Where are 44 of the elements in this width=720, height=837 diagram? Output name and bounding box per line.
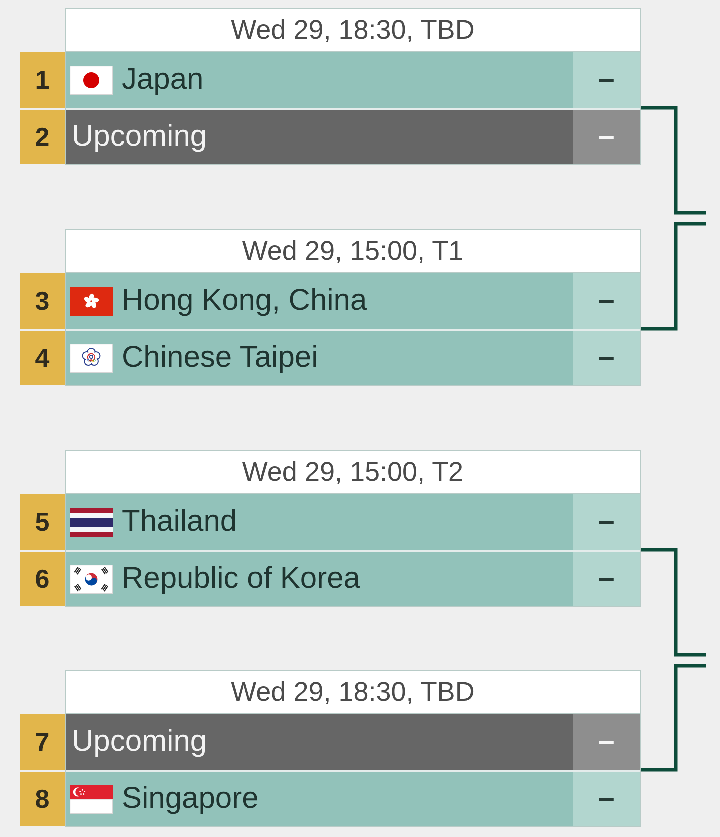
- seed-number: 1: [20, 52, 65, 108]
- seed-number: 2: [20, 110, 65, 164]
- score-cell: –: [573, 552, 640, 606]
- team-name: Thailand: [122, 504, 238, 540]
- team-name: Upcoming: [72, 120, 208, 154]
- bracket-line: [641, 548, 706, 657]
- seed-number: 5: [20, 494, 65, 550]
- score-cell: –: [573, 714, 640, 770]
- match-time-header: Wed 29, 18:30, TBD: [66, 9, 640, 52]
- score-cell: –: [573, 273, 640, 329]
- match-card: [65, 450, 641, 607]
- seed-number: 8: [20, 772, 65, 826]
- match-time-header: Wed 29, 18:30, TBD: [66, 671, 640, 714]
- score-cell: –: [573, 331, 640, 385]
- team-name: Hong Kong, China: [122, 284, 368, 318]
- seed-number: 4: [20, 331, 65, 385]
- team-row: [66, 52, 640, 108]
- match-time-header: Wed 29, 15:00, T2: [66, 451, 640, 494]
- seed-number: 6: [20, 552, 65, 606]
- bracket-line: [641, 106, 706, 215]
- team-name: Chinese Taipei: [122, 340, 318, 376]
- score-cell: –: [573, 110, 640, 164]
- team-name: Singapore: [122, 782, 259, 816]
- team-name: Upcoming: [72, 724, 208, 760]
- seed-number: 3: [20, 273, 65, 329]
- bracket-line: [641, 222, 706, 331]
- team-name: Japan: [122, 62, 204, 98]
- team-row: [66, 110, 640, 164]
- score-cell: –: [573, 52, 640, 108]
- team-row: [66, 494, 640, 550]
- team-row: [66, 552, 640, 606]
- team-row: [66, 273, 640, 329]
- score-cell: –: [573, 494, 640, 550]
- match-card: [65, 8, 641, 165]
- team-row: [66, 331, 640, 385]
- team-row: [66, 714, 640, 770]
- score-cell: –: [573, 772, 640, 826]
- seed-number: 7: [20, 714, 65, 770]
- match-time-header: Wed 29, 15:00, T1: [66, 230, 640, 273]
- match-card: [65, 670, 641, 827]
- team-name: Republic of Korea: [122, 562, 360, 596]
- team-row: [66, 772, 640, 826]
- match-card: [65, 229, 641, 386]
- bracket-line: [641, 664, 706, 772]
